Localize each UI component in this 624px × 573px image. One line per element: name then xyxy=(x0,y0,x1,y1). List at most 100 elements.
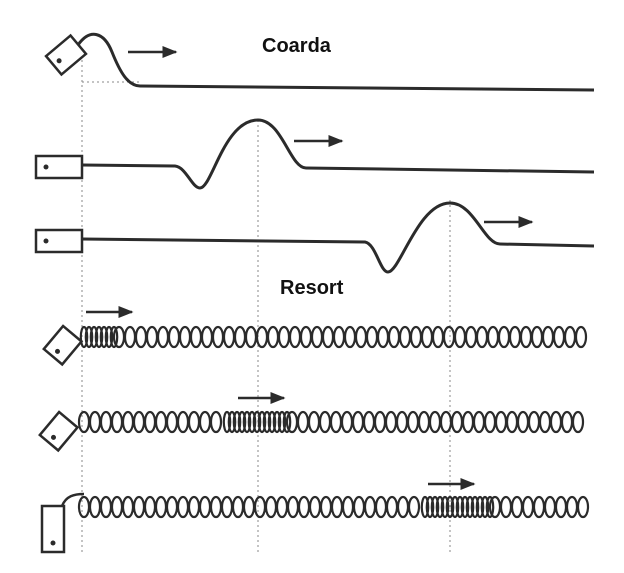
spring-coil-loop xyxy=(187,495,201,519)
spring-coil-loop xyxy=(425,495,435,519)
spring-coil-loop xyxy=(267,410,277,434)
spring-coil-loop xyxy=(374,495,388,519)
spring-coil-loop xyxy=(252,410,262,434)
spring-coil-loop xyxy=(109,325,119,349)
spring-coil-loop xyxy=(264,495,278,519)
spring-coil-loop xyxy=(563,325,577,349)
spring-coil-loop xyxy=(198,495,212,519)
spring-coil-loop xyxy=(420,325,434,349)
spring-coil-loop xyxy=(308,495,322,519)
spring-coil-loop xyxy=(521,495,535,519)
spring-coil-loop xyxy=(407,495,421,519)
spring-coil-loop xyxy=(420,495,430,519)
spring-coil-loop xyxy=(343,325,357,349)
spring-coil-loop xyxy=(352,495,366,519)
spring-coil-loop xyxy=(387,325,401,349)
spring-coil-loop xyxy=(77,410,91,434)
spring-coil-loop xyxy=(527,410,541,434)
spring-coil-loop xyxy=(167,325,181,349)
spring-coil-loop xyxy=(77,495,91,519)
spring-coil-loop xyxy=(465,495,475,519)
spring-coil-loop xyxy=(453,325,467,349)
string-row-3 xyxy=(34,201,595,274)
spring-row-3 xyxy=(40,478,590,554)
spring-coil-loop xyxy=(242,495,256,519)
spring-handle-tilted xyxy=(38,410,80,453)
spring-coil-loop xyxy=(499,495,513,519)
string-handle xyxy=(34,228,84,254)
spring-coil-loop xyxy=(200,325,214,349)
spring-handle-tilted xyxy=(42,324,84,367)
spring-coil-loop xyxy=(409,325,423,349)
spring-coil-loop xyxy=(321,325,335,349)
spring-coil-loop xyxy=(237,410,247,434)
spring-label: Resort xyxy=(280,277,344,299)
spring-coil-loop xyxy=(450,495,460,519)
spring-coil-loop xyxy=(282,410,292,434)
spring-coil-loop xyxy=(143,495,157,519)
spring-coil-loop xyxy=(530,325,544,349)
string-handle xyxy=(34,154,84,180)
spring-coil-loop xyxy=(362,410,376,434)
string-pulse-3 xyxy=(81,201,595,274)
spring-coil-loop xyxy=(257,410,267,434)
spring-coil-loop xyxy=(79,325,89,349)
spring-coil-loop xyxy=(329,410,343,434)
spring-coil-loop xyxy=(232,410,242,434)
spring-coil-3 xyxy=(77,495,590,519)
spring-coil-loop xyxy=(121,495,135,519)
spring-coil-loop xyxy=(480,495,490,519)
spring-coil-loop xyxy=(288,325,302,349)
spring-coil-loop xyxy=(440,495,450,519)
spring-coil-loop xyxy=(341,495,355,519)
spring-coil-loop xyxy=(395,410,409,434)
spring-coil-loop xyxy=(549,410,563,434)
spring-coil-loop xyxy=(231,495,245,519)
spring-coil-loop xyxy=(99,495,113,519)
spring-coil-loop xyxy=(104,325,114,349)
spring-coil-loop xyxy=(187,410,201,434)
spring-coil-loop xyxy=(220,495,234,519)
spring-coil-loop xyxy=(332,325,346,349)
spring-coil-loop xyxy=(272,410,282,434)
spring-coil-loop xyxy=(541,325,555,349)
spring-coil-loop xyxy=(178,325,192,349)
string-row-1 xyxy=(44,32,595,92)
spring-coil-loop xyxy=(110,495,124,519)
spring-coil-loop xyxy=(277,325,291,349)
spring-coil-loop xyxy=(154,495,168,519)
spring-coil-loop xyxy=(406,410,420,434)
spring-coil-loop xyxy=(505,410,519,434)
spring-coil-loop xyxy=(330,495,344,519)
spring-coil-loop xyxy=(464,325,478,349)
spring-coil-loop xyxy=(88,410,102,434)
spring-coil-loop xyxy=(497,325,511,349)
spring-coil-loop xyxy=(385,495,399,519)
spring-coil-loop xyxy=(384,410,398,434)
string-pulse-2 xyxy=(81,118,595,190)
spring-coil-loop xyxy=(176,410,190,434)
spring-coil-loop xyxy=(460,495,470,519)
spring-coil-loop xyxy=(253,495,267,519)
spring-coil-loop xyxy=(510,495,524,519)
spring-coil-loop xyxy=(552,325,566,349)
spring-coil-loop xyxy=(88,495,102,519)
spring-coil-loop xyxy=(285,410,299,434)
spring-coil-loop xyxy=(373,410,387,434)
spring-coil-loop xyxy=(297,495,311,519)
spring-coil-loop xyxy=(134,325,148,349)
spring-coil-loop xyxy=(319,495,333,519)
spring-coil-loop xyxy=(123,325,137,349)
spring-coil-loop xyxy=(176,495,190,519)
spring-coil-loop xyxy=(365,325,379,349)
spring-coil-loop xyxy=(428,410,442,434)
spring-coil-loop xyxy=(121,410,135,434)
spring-coil-loop xyxy=(262,410,272,434)
spring-coil-loop xyxy=(486,325,500,349)
spring-coil-loop xyxy=(340,410,354,434)
spring-coil-loop xyxy=(560,410,574,434)
spring-row-2 xyxy=(38,392,585,453)
spring-coil-loop xyxy=(286,495,300,519)
spring-coil-loop xyxy=(565,495,579,519)
